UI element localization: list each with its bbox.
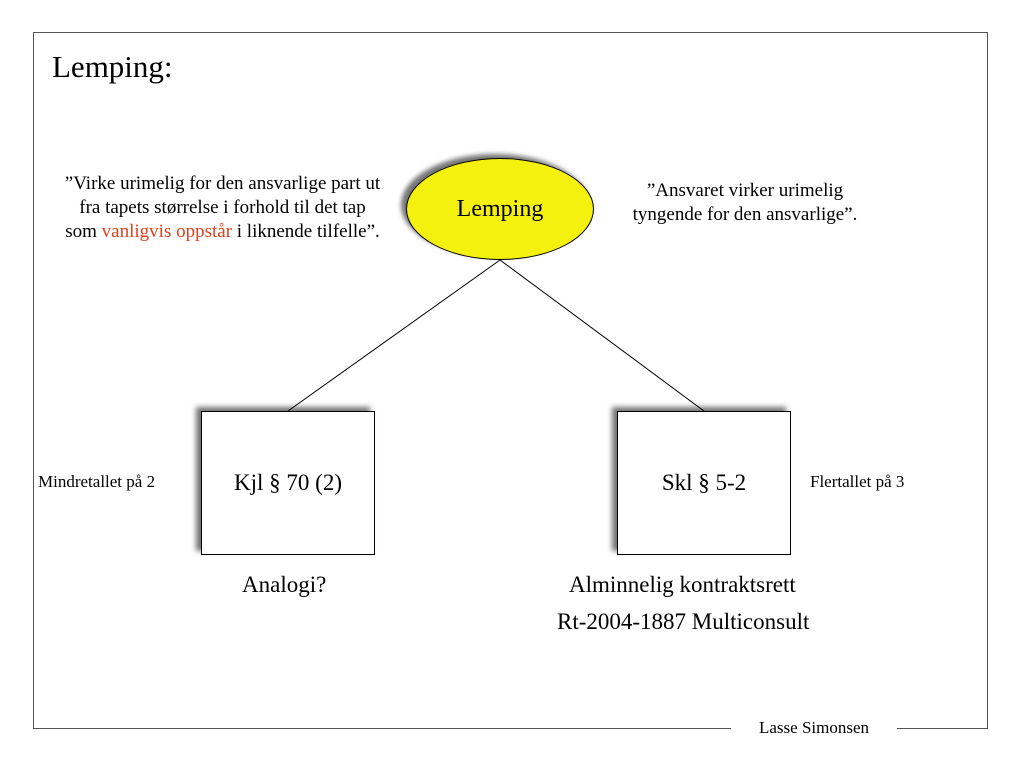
left-node-label: Kjl § 70 (2) bbox=[234, 470, 342, 495]
quote-left-line-3-pre: som bbox=[65, 221, 102, 242]
quote-right-line-2: tyngende for den ansvarlige”. bbox=[632, 204, 858, 225]
right-below-line-1: Alminnelig kontraktsrett bbox=[569, 572, 796, 597]
quote-left-line-1: ”Virke urimelig for den ansvarlige part … bbox=[64, 173, 381, 194]
slide-title: Lemping: bbox=[52, 49, 173, 84]
right-side-note: Flertallet på 3 bbox=[810, 472, 905, 491]
left-below-text: Analogi? bbox=[242, 572, 327, 597]
quote-left-line-3-post: i liknende tilfelle”. bbox=[232, 221, 380, 242]
left-side-note: Mindretallet på 2 bbox=[38, 472, 156, 491]
right-node-label: Skl § 5-2 bbox=[661, 470, 747, 495]
right-node: Skl § 5-2 bbox=[617, 411, 791, 555]
slide-frame bbox=[33, 32, 988, 729]
root-node-label: Lemping bbox=[456, 195, 544, 222]
quote-left-highlight: vanligvis oppstår bbox=[101, 221, 233, 242]
footer-author: Lasse Simonsen bbox=[731, 718, 897, 738]
quote-left-line-3: som vanligvis oppstår i liknende tilfell… bbox=[35, 220, 410, 244]
connector-right bbox=[499, 259, 705, 412]
connector-left bbox=[287, 259, 501, 412]
left-node: Kjl § 70 (2) bbox=[201, 411, 375, 555]
quote-right-line-1: ”Ansvaret virker urimelig bbox=[646, 180, 844, 201]
right-below-line-2: Rt-2004-1887 Multiconsult bbox=[557, 609, 810, 634]
quote-left: ”Virke urimelig for den ansvarlige part … bbox=[35, 172, 410, 244]
quote-right: ”Ansvaret virker urimelig tyngende for d… bbox=[600, 179, 890, 227]
root-node: Lemping bbox=[406, 158, 594, 260]
quote-left-line-2: fra tapets størrelse i forhold til det t… bbox=[79, 197, 366, 218]
